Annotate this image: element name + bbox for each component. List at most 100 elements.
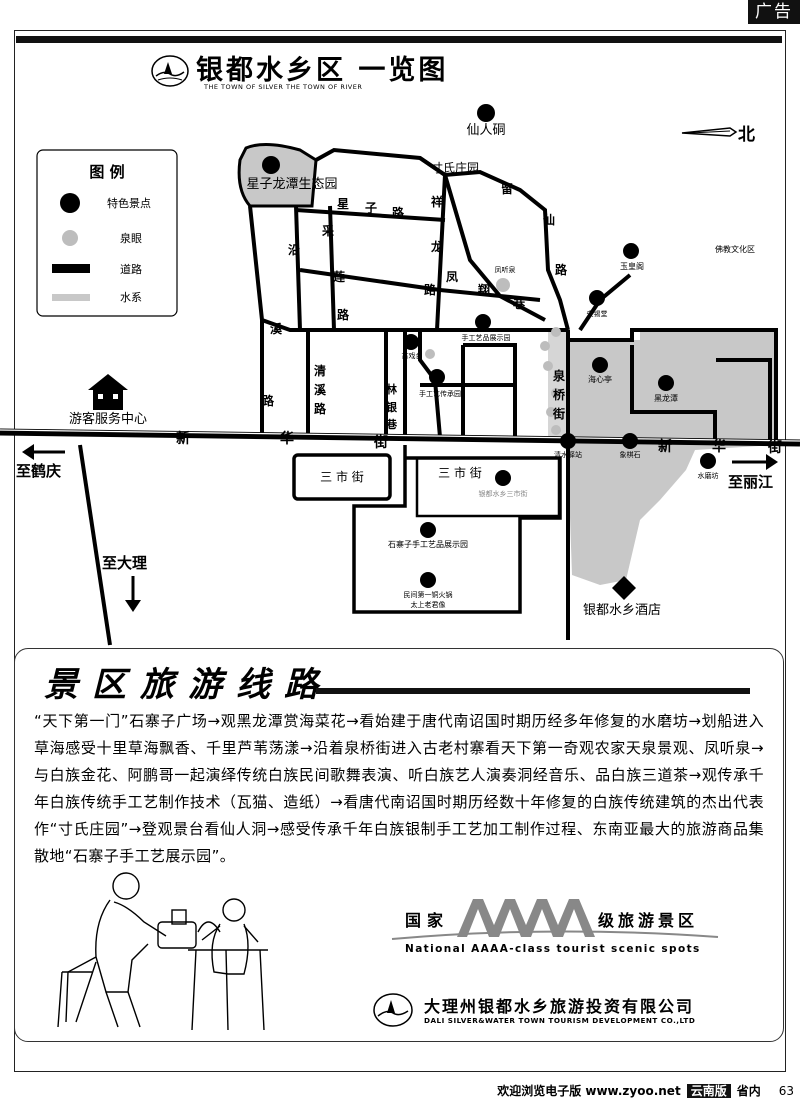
street-cailian-char: 路 [337,307,350,322]
spot-dot [658,375,674,391]
spring-dot [551,388,561,398]
street-xinhua-char: 新 [176,430,190,447]
legend-spot-icon [60,193,80,213]
route-panel [14,648,784,1042]
visitor-center-icon [88,374,128,410]
page-title: 银都水乡区 一览图 [196,55,449,86]
street-xingzi-char: 子 [365,201,377,215]
legend-label: 特色景点 [107,196,151,210]
tea-drinkers-illustration [57,872,268,1031]
company-name-en: DALI SILVER&WATER TOWN TOURISM DEVELOPME… [424,1016,696,1025]
spot-dot [560,433,576,449]
street-xinhua-east-char: 街 [767,439,782,456]
sanshi-block-2 [352,445,562,614]
spring-dot [551,327,561,337]
spot-dot [592,357,608,373]
street-quanqiao-char: 泉 [553,368,566,383]
street-quanqiao-char: 街 [552,406,565,421]
footer-page-number: 63 [778,1084,794,1098]
company-name-cn: 大理州银都水乡旅游投资有限公司 [424,997,695,1016]
hotel-icon [612,576,636,600]
spot-dot [420,572,436,588]
dir-dali: 至大理 [102,554,147,572]
street-linyin-char: 林 [386,382,397,396]
spring-dot [425,349,435,359]
street-yanxi-char: 沿 [287,243,300,257]
street-xinhua-char: 街 [373,434,388,451]
spring-dot [496,278,510,292]
street-qingxi-char: 溪 [314,382,327,397]
hotel-label: 银都水乡酒店 [583,603,661,618]
sanshi-label-2: 三 市 街 [438,465,482,480]
street-xingzi-char: 星 [337,197,349,211]
spot-chuancheng-label: 手工艺传承园 [419,389,461,398]
east-water-area [568,328,776,585]
street-liuxian-char: 路 [555,262,568,277]
badge-english: National AAAA-class tourist scenic spots [405,943,701,955]
visitor-center-label: 游客服务中心 [69,411,147,427]
title-row: 银都水乡区 一览图 THE TOWN OF SILVER THE TOWN OF… [150,50,670,98]
ad-tag: 广告 [748,0,800,24]
spring-dot [543,361,553,371]
street-linyin-char: 银 [386,400,398,414]
aaaa-badge: 国家 AAAA 级旅游景区 National AAAA-class touris… [385,893,725,963]
spot-yuhuang-label: 玉皇阁 [620,261,644,271]
street-fengxiang-char: 巷 [512,296,526,311]
street-linyin-char: 巷 [385,417,398,431]
logo-icon [151,55,189,87]
spot-dot [477,104,495,122]
spot-dot [622,433,638,449]
legend-label: 水系 [120,291,142,304]
spot-shuimo-label: 水磨坊 [698,471,719,480]
legend-title: 图 例 [89,163,124,181]
xingzi-lake [237,143,318,208]
spot-shizhai-label: 石寨子手工艺品展示园 [388,539,468,549]
scenic-spots [262,104,716,588]
street-fengxiang-char: 翔 [477,282,490,297]
spot-shougong-label: 手工艺品展示园 [462,333,511,342]
badge-left-text: 国家 [405,911,450,930]
badge-swoosh [391,930,719,940]
route-title-underline [316,688,750,694]
spot-cunshi-label: 寸氏庄园 [431,160,479,175]
footer-welcome[interactable]: 欢迎浏览电子版 www.zyoo.net [497,1084,681,1098]
street-xingzi-char: 路 [392,205,405,220]
heqing-arrow-icon [22,444,65,460]
road-network [78,147,778,646]
street-qingxi-char: 路 [314,401,327,416]
company-logo-icon [373,993,413,1027]
route-description: “天下第一门”石寨子广场→观黑龙潭赏海菜花→看始建于唐代南诏国时期历经多年修复的… [34,712,764,865]
street-cailian-char: 莲 [333,269,345,284]
spot-qingshui-label: 清水驿站 [554,450,582,459]
spring-dot [540,341,550,351]
street-quanqiao-char: 桥 [553,387,566,402]
spot-heilong-label: 黑龙潭 [654,393,678,403]
company-block: 大理州银都水乡旅游投资有限公司 DALI SILVER&WATER TOWN T… [372,988,752,1038]
spot-fojiao-label: 佛教文化区 [715,244,755,254]
springs [425,278,561,435]
street-yanxi-char: 溪 [270,321,283,336]
sanshi-block-1 [292,453,392,501]
spot-dot [420,522,436,538]
page-subtitle: THE TOWN OF SILVER THE TOWN OF RIVER [204,83,363,91]
spot-dot [429,369,445,385]
badge-right-text: 级旅游景区 [598,911,699,930]
spot-fengting-label: 凤听泉 [495,265,516,274]
aaaa-logo-icon: AAAA [457,899,595,937]
spot-dot [403,334,419,350]
spot-taishang-label: 太上老君像 [411,600,446,609]
spot-guxi-label: 古戏台 [402,351,423,360]
spring-dot [546,407,556,417]
top-divider [16,36,782,43]
xinhua-street [0,428,800,447]
street-xinhua-east-char: 新 [658,438,672,455]
spot-yangpu-label: 央锡堂 [587,309,608,318]
water-channel [548,330,568,440]
street-xianglong-char: 祥 [431,194,443,209]
sanshi-label-1: 三 市 街 [320,469,364,484]
legend-road-icon [52,264,90,273]
street-fengxiang-char: 凤 [446,270,458,284]
street-yanxi-char: 路 [262,393,275,408]
street-cailian-char: 采 [321,223,334,238]
